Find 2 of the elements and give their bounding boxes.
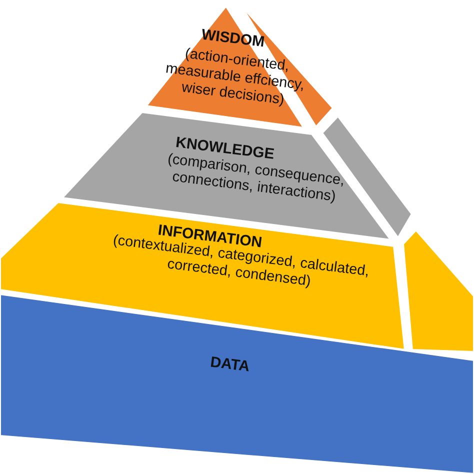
layer-heading: DATA [208,352,252,378]
layer-heading: WISDOM [200,25,266,51]
